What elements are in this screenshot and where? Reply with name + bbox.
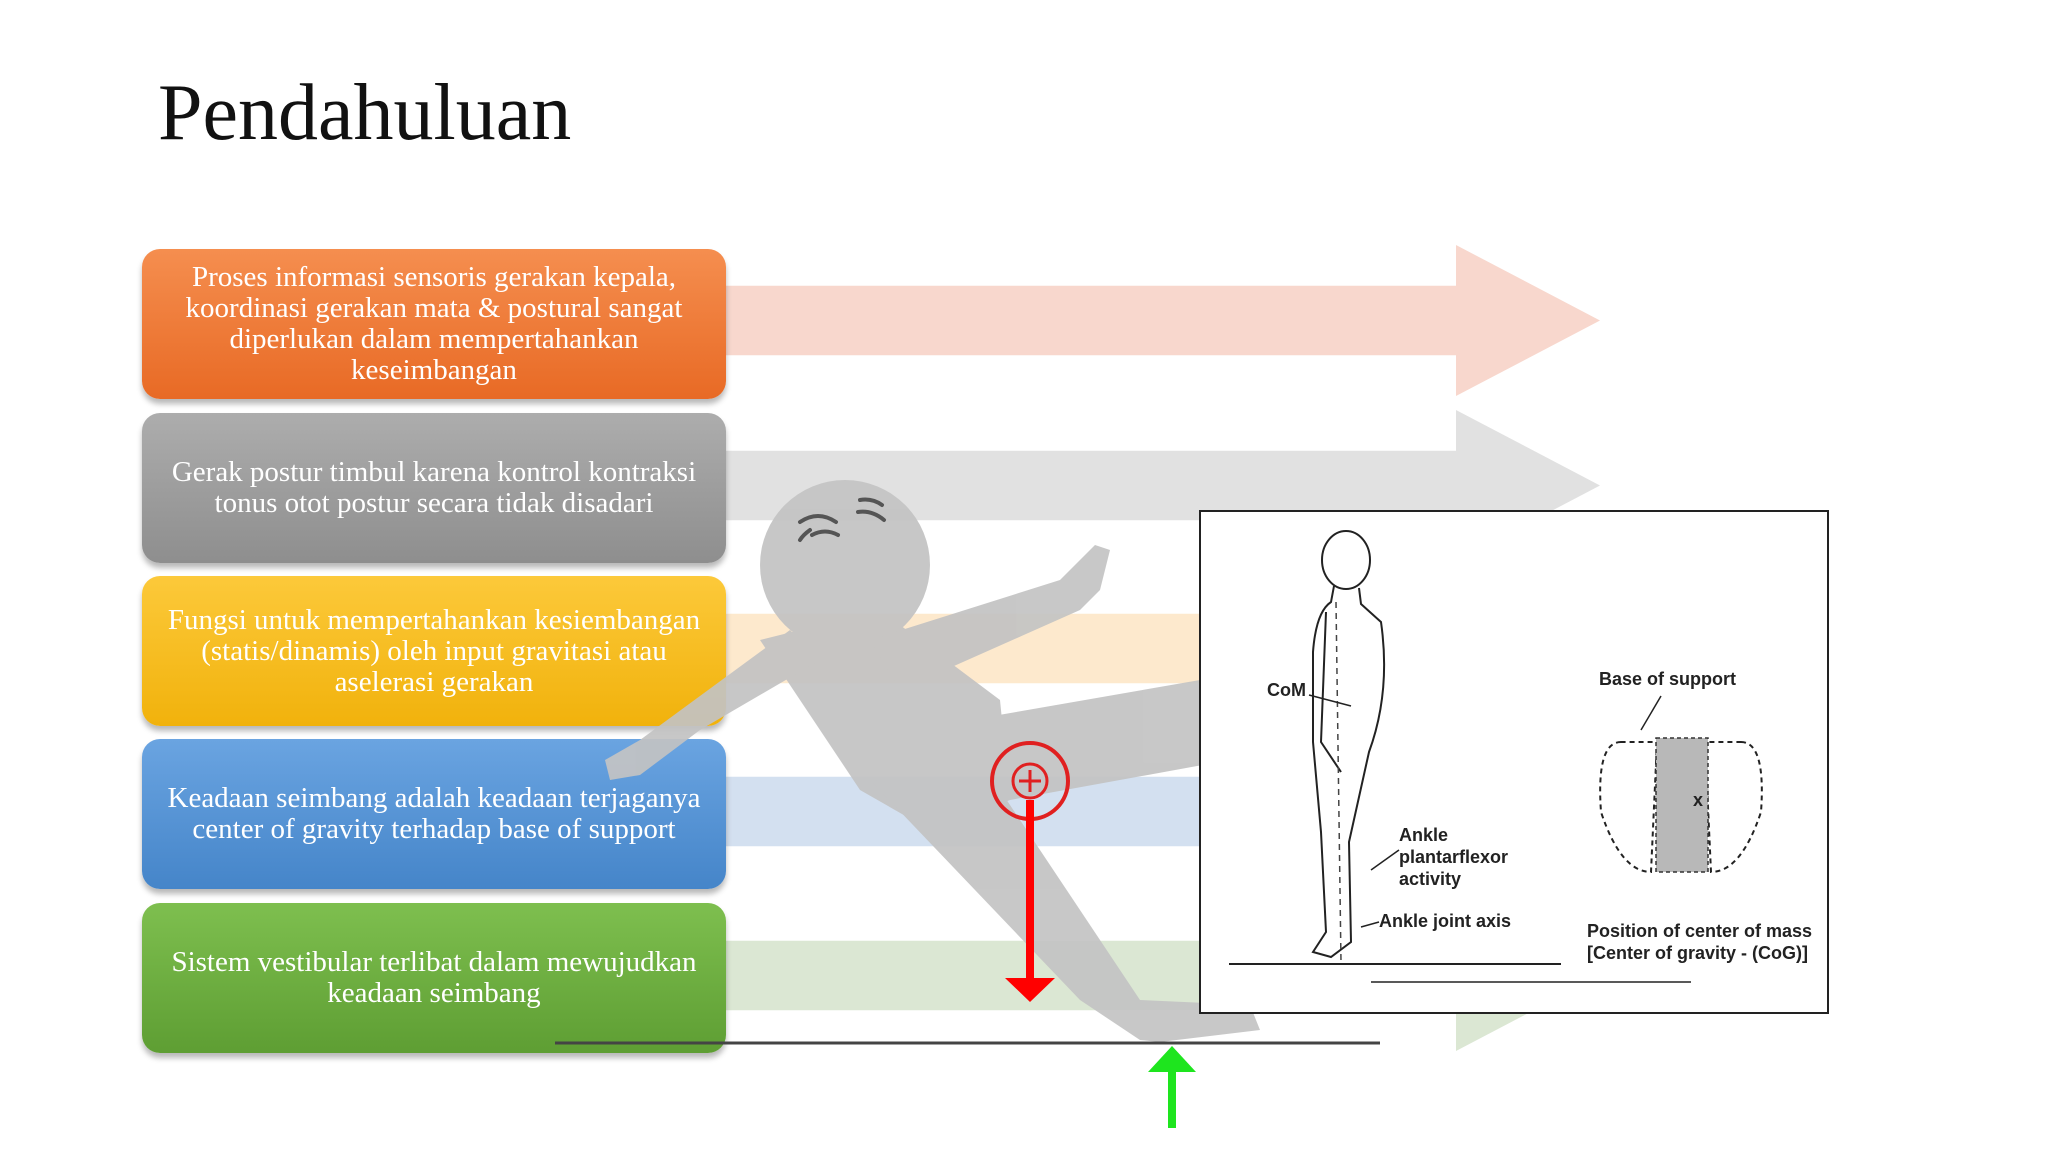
info-box-5-text: Sistem vestibular terlibat dalam mewujud…: [171, 946, 697, 1009]
info-box-2: Gerak postur timbul karena kontrol kontr…: [142, 413, 726, 563]
standing-person-outline: [1229, 530, 1561, 965]
face-icon: [798, 497, 886, 542]
cog-line: [1335, 601, 1342, 963]
gravity-arrow-down-icon: [1005, 978, 1055, 1002]
label-base-of-support: Base of support: [1599, 669, 1737, 689]
label-ankle-plantarflexor: Ankle plantarflexor activity: [1399, 825, 1509, 889]
balance-diagram-drawing: [1229, 530, 1763, 983]
info-box-2-text: Gerak postur timbul karena kontrol kontr…: [171, 456, 697, 519]
base-of-support-area: [1655, 737, 1709, 873]
ground-reaction-arrow-up-icon: [1148, 1046, 1196, 1072]
label-position-of-cog: Position of center of mass [Center of gr…: [1587, 921, 1813, 963]
diagram-leader-lines: [1308, 694, 1691, 983]
label-ankle-joint-axis: Ankle joint axis: [1379, 911, 1512, 931]
info-box-4-text: Keadaan seimbang adalah keadaan terjagan…: [167, 782, 701, 845]
feet-outline: [1599, 741, 1763, 874]
slide-title: Pendahuluan: [158, 69, 572, 157]
info-box-1-text: Proses informasi sensoris gerakan kepala…: [185, 261, 683, 386]
balance-diagram: CoM Base of support x Ankle plantarflexo…: [1199, 510, 1829, 1014]
label-x-mark: x: [1693, 790, 1704, 810]
info-box-5: Sistem vestibular terlibat dalam mewujud…: [142, 903, 726, 1053]
info-box-1: Proses informasi sensoris gerakan kepala…: [142, 249, 726, 399]
info-box-3-text: Fungsi untuk mempertahankan kesiembangan…: [167, 603, 701, 698]
info-box-3: Fungsi untuk mempertahankan kesiembangan…: [142, 576, 726, 726]
falling-figure: [605, 480, 1290, 1042]
label-com: CoM: [1267, 680, 1306, 700]
